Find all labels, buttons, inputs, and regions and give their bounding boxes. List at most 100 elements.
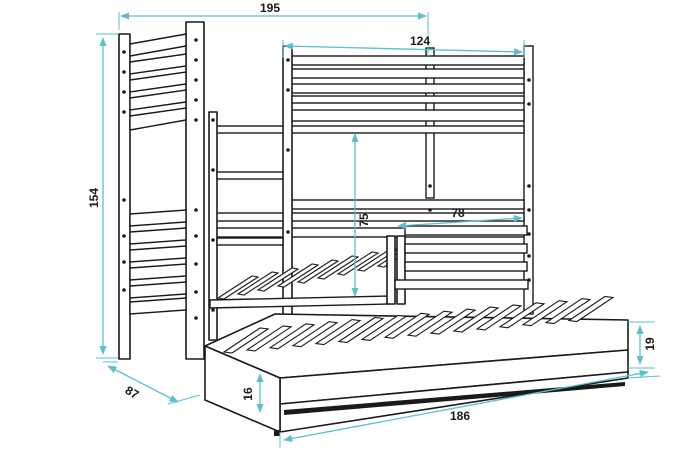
upper-back-rail-1: [289, 55, 525, 66]
lower-bed-side-rail: [209, 295, 391, 309]
drawer-slat: [222, 327, 270, 354]
guard-post-right: [396, 235, 406, 305]
bolt-dot: [194, 98, 198, 102]
guard-post-left: [386, 235, 396, 305]
bolt-dot: [122, 50, 126, 54]
drawer-wheel: [274, 430, 280, 436]
left-back-post: [185, 21, 205, 360]
bolt-dot: [211, 118, 215, 122]
bolt-dot: [194, 290, 198, 294]
bolt-dot: [122, 234, 126, 238]
guard-board-1: [404, 225, 528, 236]
bolt-dot: [286, 148, 290, 152]
ladder-rung-1: [216, 171, 284, 180]
bolt-dot: [527, 184, 531, 188]
lower-headboard-2: [129, 227, 187, 245]
dim-label-154: 154: [87, 188, 101, 208]
drawer-slat: [567, 295, 615, 323]
dim-label-124: 124: [410, 34, 430, 48]
lower-front-rail: [394, 279, 529, 290]
ladder-rung-2: [216, 237, 284, 246]
bolt-dot: [527, 208, 531, 212]
dim-label-186: 186: [450, 409, 470, 423]
dim-label-75: 75: [357, 213, 371, 227]
upper-back-rail-2: [289, 68, 525, 79]
dim-label-87: 87: [123, 383, 142, 402]
bolt-dot: [527, 232, 531, 236]
upper-headboard-3: [129, 71, 187, 93]
drawer-slat: [383, 312, 431, 339]
bolt-dot: [194, 78, 198, 82]
drawer-slat: [521, 300, 569, 327]
bolt-dot: [194, 38, 198, 42]
bolt-dot: [194, 234, 198, 238]
bolt-dot: [527, 278, 531, 282]
drawer-slat: [337, 316, 385, 344]
drawer-slat: [291, 321, 339, 348]
bolt-dot: [194, 316, 198, 320]
guard-board-2: [404, 243, 528, 254]
bolt-dots: [122, 38, 531, 320]
upper-bed-frame-rail: [209, 125, 525, 134]
drawer-slat: [429, 308, 477, 335]
drawer-slats: [222, 295, 615, 354]
bolt-dot: [194, 262, 198, 266]
lower-headboard-4: [129, 263, 187, 281]
upper-headboard-2: [129, 53, 187, 75]
dim-label-19: 19: [643, 337, 657, 351]
bolt-dot: [286, 230, 290, 234]
dim-line-87: [107, 365, 179, 403]
upper-front-guard-rail: [291, 95, 525, 104]
drawer-slat: [314, 319, 362, 346]
bolt-dot: [122, 260, 126, 264]
lower-headboard-1: [129, 209, 187, 227]
dimension-lines: 195 124 154 87 75 78 19 16 186: [87, 1, 661, 448]
bolt-dot: [428, 208, 432, 212]
lower-slat: [216, 275, 260, 300]
drawer-slat: [452, 306, 500, 333]
guard-board-3: [404, 261, 528, 272]
lower-slat: [276, 263, 320, 288]
upper-headboard-4: [129, 89, 187, 111]
upper-headboard-5: [129, 107, 187, 131]
bolt-dot: [527, 78, 531, 82]
dim-line-186: [283, 369, 649, 443]
bolt-dot: [211, 238, 215, 242]
drawer-slat: [406, 310, 454, 337]
lower-headboard-6: [129, 297, 187, 315]
lower-back-rail-1: [289, 199, 525, 210]
drawer-slat: [245, 325, 293, 352]
left-head-frame: [118, 21, 205, 360]
lower-slat: [256, 267, 300, 292]
bolt-dot: [211, 308, 215, 312]
drawer-slat: [475, 304, 523, 331]
lower-headboard-3: [129, 245, 187, 263]
bolt-dot: [286, 58, 290, 62]
bolt-dot: [194, 118, 198, 122]
bolt-dot: [194, 58, 198, 62]
drawer-slat: [268, 323, 316, 350]
bolt-dot: [194, 208, 198, 212]
left-front-post: [118, 33, 131, 360]
dim-line-78: [397, 214, 523, 230]
drawer-slat: [360, 314, 408, 341]
bolt-dot: [211, 168, 215, 172]
bolt-dot: [122, 90, 126, 94]
lower-slat: [236, 271, 280, 296]
lower-guard-rail: [386, 225, 529, 305]
dim-line-124: [284, 42, 523, 56]
upper-headboard-1: [129, 33, 187, 57]
dim-label-78: 78: [451, 206, 465, 220]
bolt-dot: [122, 110, 126, 114]
bolt-dot: [428, 184, 432, 188]
bolt-dot: [122, 198, 126, 202]
upper-back-rail-3: [289, 83, 525, 94]
bolt-dot: [286, 88, 290, 92]
bolt-dot: [527, 102, 531, 106]
bolt-dot: [122, 288, 126, 292]
back-right-post: [523, 45, 534, 315]
dim-label-195: 195: [260, 1, 280, 15]
lower-slat: [296, 259, 340, 284]
